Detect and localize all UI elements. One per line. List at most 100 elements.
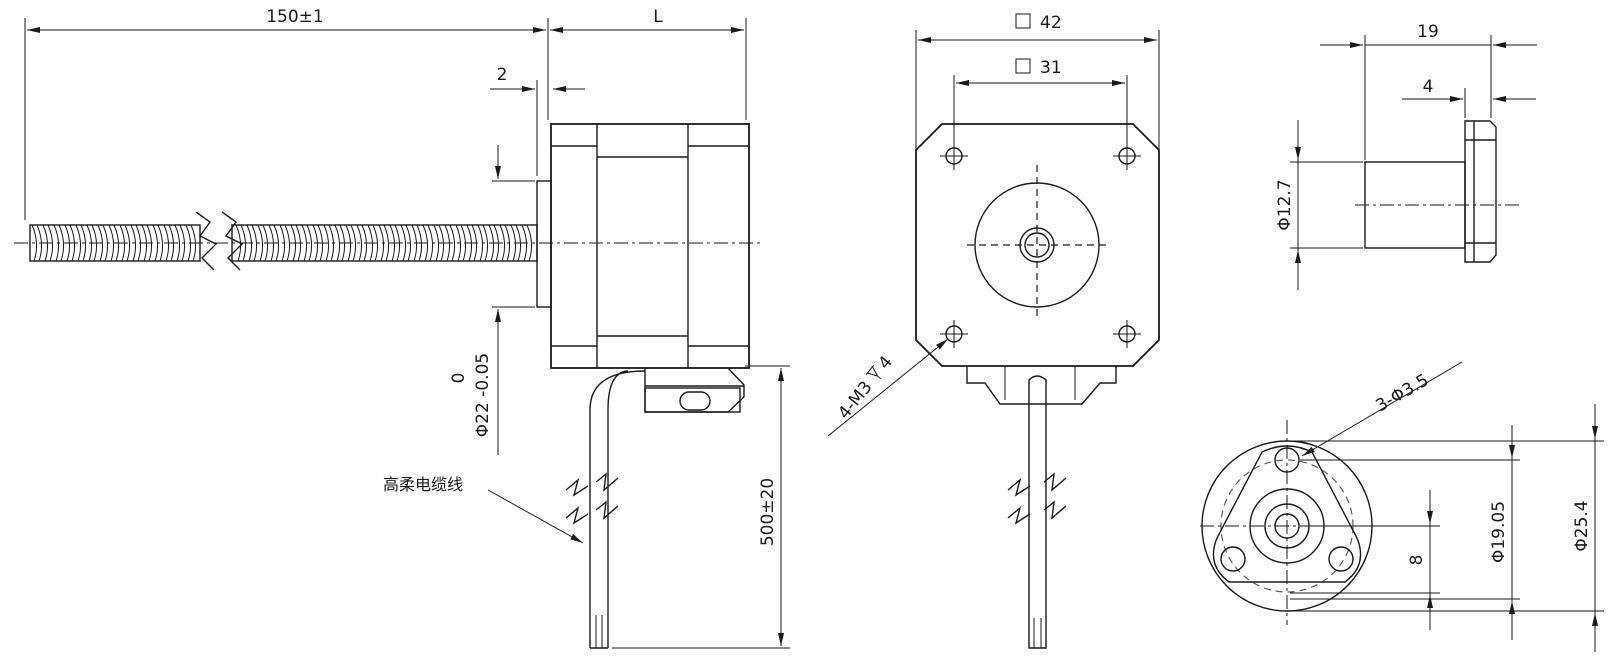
thread-crest (75, 224, 82, 262)
thread-crest (42, 224, 49, 262)
dim-flange-holes: 3-Φ3.5 (1373, 370, 1433, 416)
thread-crest (47, 224, 54, 262)
thread-crest (372, 224, 379, 262)
thread-crest (246, 224, 253, 262)
dim-boss-height: 2 (497, 65, 508, 85)
thread-crest (168, 224, 175, 262)
thread-crest (124, 224, 131, 262)
dim-motor-length: L (653, 7, 663, 27)
thread-crest (367, 224, 374, 262)
cable (565, 370, 646, 649)
thread-crest (141, 224, 148, 262)
cable-label: 高柔电缆线 (383, 475, 463, 494)
dim-boss-tol: 0 (449, 373, 469, 384)
thread-crest (422, 224, 429, 262)
thread-crest (312, 224, 319, 262)
thread-crest (119, 224, 126, 262)
thread-crest (433, 224, 440, 262)
thread-crest (444, 224, 451, 262)
dim-hole-circle: Φ19.05 (1489, 501, 1509, 563)
thread-crest (488, 224, 495, 262)
thread-crest (493, 224, 500, 262)
thread-crest (268, 224, 275, 262)
thread-crest (53, 224, 60, 262)
thread-crest (251, 224, 258, 262)
nut-flange-view: 3-Φ3.5 8 Φ19.05 Φ25.4 (1200, 361, 1604, 652)
cable-connector (644, 367, 745, 413)
thread-crest (471, 224, 478, 262)
thread-crest (273, 224, 280, 262)
thread-crest (323, 224, 330, 262)
thread-crest (36, 224, 43, 262)
thread-crest (416, 224, 423, 262)
thread-crest (91, 224, 98, 262)
thread-crest (361, 224, 368, 262)
thread-crest (482, 224, 489, 262)
thread-crest (185, 224, 192, 262)
thread-crest (504, 224, 511, 262)
thread-crest (290, 224, 297, 262)
thread-crest (466, 224, 473, 262)
thread-crest (400, 224, 407, 262)
thread-crest (460, 224, 467, 262)
thread-crest (86, 224, 93, 262)
thread-crest (510, 224, 517, 262)
thread-crest (345, 224, 352, 262)
thread-crest (356, 224, 363, 262)
thread-crest (80, 224, 87, 262)
thread-crest (295, 224, 302, 262)
thread-crest (394, 224, 401, 262)
thread-crest (455, 224, 462, 262)
thread-crest (157, 224, 164, 262)
thread-crest (350, 224, 357, 262)
dim-screw-length: 150±1 (266, 7, 324, 27)
dim-flange-diameter: Φ25.4 (1572, 500, 1592, 551)
dim-boss-diameter: Φ22 -0.05 (473, 353, 493, 437)
thread-crest (262, 224, 269, 262)
thread-crest (515, 224, 522, 262)
thread-crest (257, 224, 264, 262)
thread-crest (317, 224, 324, 262)
thread-crest (102, 224, 109, 262)
thread-crest (31, 224, 38, 262)
thread-crest (389, 224, 396, 262)
thread-crest (499, 224, 506, 262)
thread-crest (521, 224, 528, 262)
thread-crest (113, 224, 120, 262)
thread-crest (301, 224, 308, 262)
dim-nut-length: 19 (1417, 22, 1439, 42)
thread-crest (240, 224, 247, 262)
thread-crest (64, 224, 71, 262)
thread-crest (152, 224, 159, 262)
lead-screw (29, 211, 538, 271)
thread-crest (130, 224, 137, 262)
thread-crest (339, 224, 346, 262)
thread-crest (174, 224, 181, 262)
thread-crest (69, 224, 76, 262)
thread-crest (328, 224, 335, 262)
thread-crest (58, 224, 65, 262)
dim-cable-length: 500±20 (758, 478, 778, 546)
dim-hole-pitch: 31 (1040, 58, 1062, 78)
thread-crest (135, 224, 142, 262)
thread-crest (146, 224, 153, 262)
side-view: 150±1 L 2 0 Φ22 -0.05 500±20 高柔电缆线 (14, 7, 790, 649)
thread-crest (108, 224, 115, 262)
dim-frame-size: 42 (1040, 13, 1062, 33)
dim-nut-diameter: Φ12.7 (1275, 179, 1295, 230)
motor-body (550, 123, 750, 369)
thread-crest (477, 224, 484, 262)
mounting-holes (940, 142, 1141, 348)
thread-crest (378, 224, 385, 262)
thread-crest (449, 224, 456, 262)
thread-crest (383, 224, 390, 262)
thread-crest (438, 224, 445, 262)
front-view: 42 31 4-M3 4 (827, 13, 1160, 649)
thread-crest (179, 224, 186, 262)
dim-offset: 8 (1407, 555, 1427, 566)
thread-crest (405, 224, 412, 262)
thread-crest (411, 224, 418, 262)
thread-crest (97, 224, 104, 262)
thread-crest (190, 224, 197, 262)
